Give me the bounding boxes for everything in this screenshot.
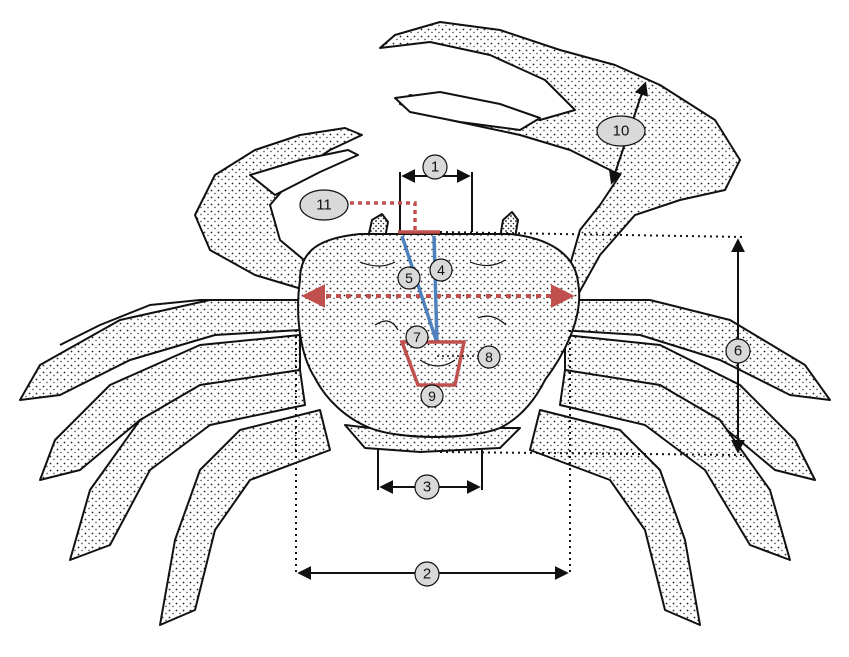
svg-text:4: 4 xyxy=(437,262,445,278)
svg-text:10: 10 xyxy=(613,123,630,140)
svg-text:6: 6 xyxy=(734,343,742,360)
svg-text:3: 3 xyxy=(423,479,431,496)
label-1: 1 xyxy=(423,155,447,179)
svg-text:7: 7 xyxy=(413,329,421,345)
svg-text:2: 2 xyxy=(423,566,431,583)
label-9: 9 xyxy=(421,385,443,407)
label-3: 3 xyxy=(415,475,439,499)
measure-1-lines xyxy=(400,172,472,232)
svg-text:9: 9 xyxy=(428,388,436,404)
svg-text:8: 8 xyxy=(485,349,493,365)
label-5: 5 xyxy=(398,267,420,289)
svg-text:11: 11 xyxy=(316,197,332,214)
label-7: 7 xyxy=(406,326,428,348)
label-6: 6 xyxy=(726,339,750,363)
svg-text:5: 5 xyxy=(405,270,413,286)
crab-illustration xyxy=(20,22,830,625)
label-10: 10 xyxy=(597,116,645,146)
svg-text:1: 1 xyxy=(431,159,439,176)
left-walking-legs xyxy=(20,300,330,625)
label-11: 11 xyxy=(300,190,348,220)
label-4: 4 xyxy=(430,259,452,281)
label-8: 8 xyxy=(478,346,500,368)
right-walking-legs xyxy=(530,300,830,625)
label-2: 2 xyxy=(415,562,439,586)
